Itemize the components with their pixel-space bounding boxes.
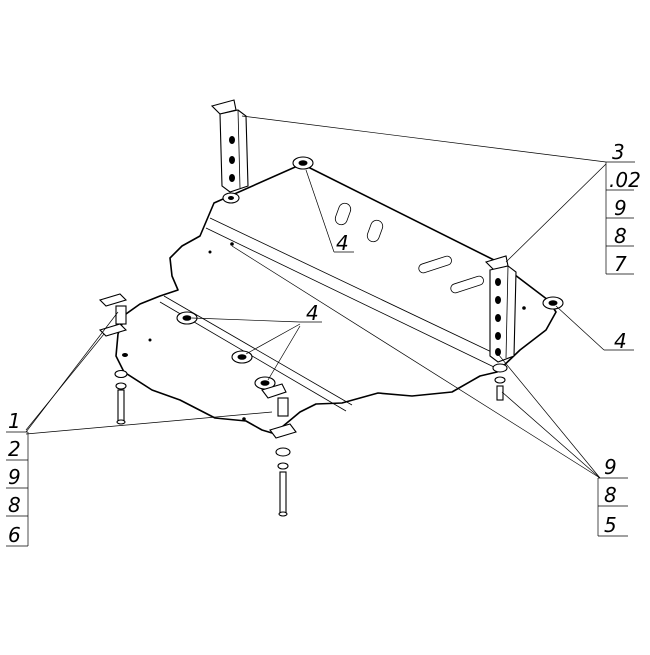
label-part-8: 8 — [614, 224, 627, 248]
label-part-02: .02 — [609, 168, 641, 192]
label-part-1: 1 — [8, 409, 21, 433]
label-part-2: 2 — [8, 437, 21, 461]
label-stack-top-right: 3 .02 9 8 7 — [605, 140, 641, 276]
label-rivet-nut-upper: 4 — [336, 231, 349, 255]
label-stack-bottom-right: 9 8 5 — [597, 455, 628, 537]
label-stack-left: 1 2 9 8 6 — [6, 409, 29, 547]
rivet-nut-upper-left — [292, 156, 314, 170]
label-rivet-nut-right: 4 — [614, 329, 627, 353]
label-part-5: 5 — [604, 513, 617, 537]
leader-lines — [6, 115, 635, 479]
label-part-8-left: 8 — [8, 493, 21, 517]
bracket-right — [484, 255, 517, 401]
rivet-nut-right — [542, 296, 564, 310]
label-part-8-bottom: 8 — [604, 483, 617, 507]
label-part-6: 6 — [8, 523, 21, 547]
label-rivet-nut-lower: 4 — [306, 301, 319, 325]
bracket-bottom — [261, 383, 297, 517]
label-part-7: 7 — [614, 252, 627, 276]
label-part-3: 3 — [612, 140, 625, 164]
rivet-nut-lower-2 — [231, 350, 253, 364]
label-part-9-bottom: 9 — [604, 455, 617, 479]
label-part-9: 9 — [614, 196, 627, 220]
label-part-9-left: 9 — [8, 465, 21, 489]
bracket-top-left — [210, 99, 249, 204]
rivet-nut-lower-1 — [176, 311, 198, 325]
